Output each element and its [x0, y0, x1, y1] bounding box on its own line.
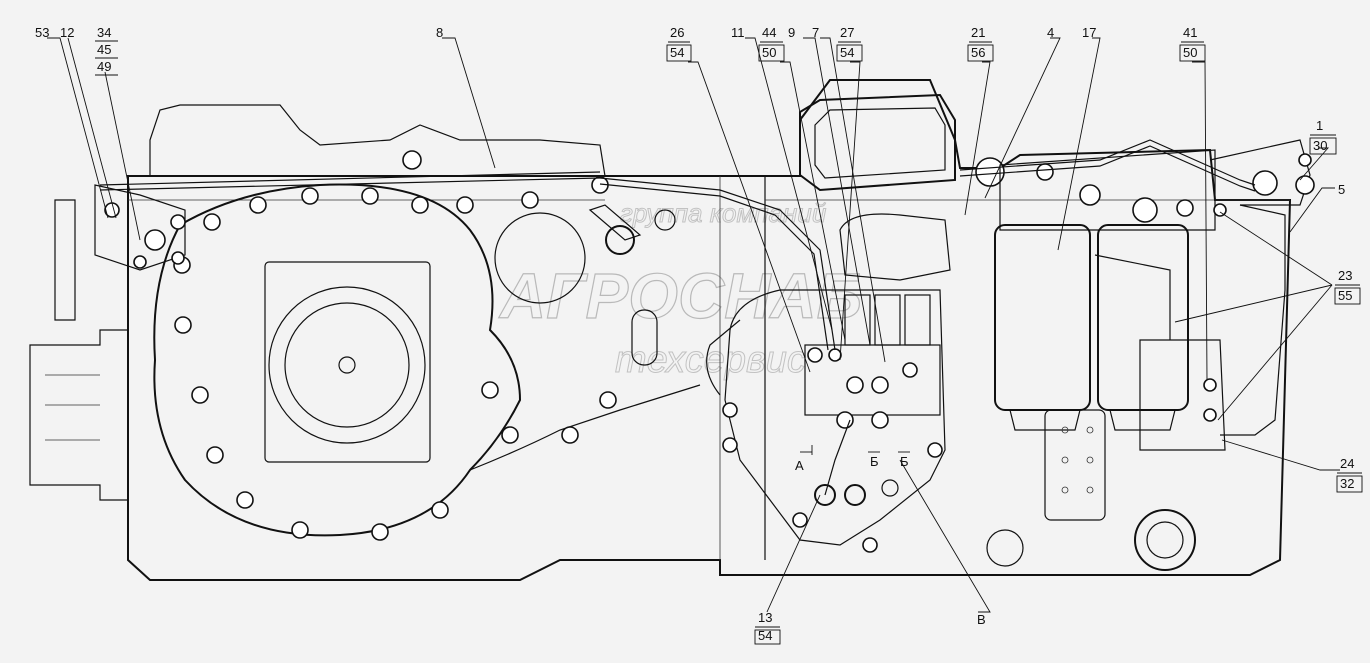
section-mark-b1-text: Б	[870, 454, 879, 469]
callout-9-text: 9	[788, 25, 795, 40]
callout-53-text: 53	[35, 25, 49, 40]
pipe-line-2	[599, 183, 829, 351]
callout-54c-text: 54	[758, 628, 772, 643]
callout-7-text: 7	[812, 25, 819, 40]
callout-8: 8	[436, 25, 443, 40]
callout-7: 7	[812, 25, 819, 40]
callout-9: 9	[788, 25, 795, 40]
callout-8-text: 8	[436, 25, 443, 40]
callout-5: 5	[1338, 182, 1345, 197]
section-mark-a-text: А	[795, 458, 804, 473]
callout-21-56: 21 56	[967, 25, 994, 62]
callout-34-text: 34	[97, 25, 111, 40]
watermark: группа компаний АГРОСНАБ техсервис	[497, 198, 862, 382]
callout-41-50: 41 50	[1179, 25, 1206, 62]
callout-44-text: 44	[762, 25, 776, 40]
left-fittings	[94, 171, 601, 271]
callout-27-text: 27	[840, 25, 854, 40]
callout-24-32: 24 32	[1336, 456, 1363, 493]
callout-13-text: 13	[758, 610, 772, 625]
callout-12: 12	[60, 25, 74, 40]
section-mark-b2-text: Б	[900, 454, 909, 469]
pipe-line	[599, 177, 836, 351]
callout-32-text: 32	[1340, 476, 1354, 491]
callout-4-text: 4	[1047, 25, 1054, 40]
callout-50b-text: 50	[1183, 45, 1197, 60]
callout-11-text: 11	[731, 25, 745, 40]
callout-44-50: 44 50	[758, 25, 785, 62]
callout-54a-text: 54	[670, 45, 684, 60]
callout-30-text: 30	[1313, 138, 1327, 153]
callout-56-text: 56	[971, 45, 985, 60]
callout-23-text: 23	[1338, 268, 1352, 283]
callout-53: 53	[35, 25, 49, 40]
section-mark-b2: Б	[898, 451, 910, 469]
callout-49-text: 49	[97, 59, 111, 74]
callout-v: В	[977, 612, 986, 627]
bearing-cover	[153, 150, 701, 541]
callout-34-45-49: 34 45 49	[95, 25, 118, 76]
callout-17-text: 17	[1082, 25, 1096, 40]
callout-12-text: 12	[60, 25, 74, 40]
watermark-main: АГРОСНАБ	[498, 260, 862, 332]
callout-54b-text: 54	[840, 45, 854, 60]
callout-1-text: 1	[1316, 118, 1323, 133]
callout-v-text: В	[977, 612, 986, 627]
callout-50a-text: 50	[762, 45, 776, 60]
hydraulic-block	[706, 93, 1005, 553]
callout-26-54: 26 54	[666, 25, 692, 62]
callout-41-text: 41	[1183, 25, 1197, 40]
watermark-top: группа компаний	[620, 198, 826, 228]
callout-24-text: 24	[1340, 456, 1354, 471]
callout-55-text: 55	[1338, 288, 1352, 303]
section-mark-b1: Б	[868, 451, 880, 469]
callout-5-text: 5	[1338, 182, 1345, 197]
pipe-line-3	[824, 419, 851, 496]
filters	[959, 139, 1315, 571]
callout-11: 11	[731, 25, 745, 40]
section-mark-a: А	[795, 445, 813, 473]
callout-26-text: 26	[670, 25, 684, 40]
callout-4: 4	[1047, 25, 1054, 40]
leader-lines	[47, 37, 1340, 613]
callout-21-text: 21	[971, 25, 985, 40]
callout-17: 17	[1082, 25, 1096, 40]
callout-1-30: 1 30	[1309, 118, 1337, 155]
callout-27-54: 27 54	[836, 25, 863, 62]
callout-23-55: 23 55	[1334, 268, 1361, 305]
callout-13-54: 13 54	[754, 610, 781, 645]
watermark-sub: техсервис	[615, 339, 806, 381]
callout-45-text: 45	[97, 42, 111, 57]
cover-bolts	[173, 176, 617, 541]
